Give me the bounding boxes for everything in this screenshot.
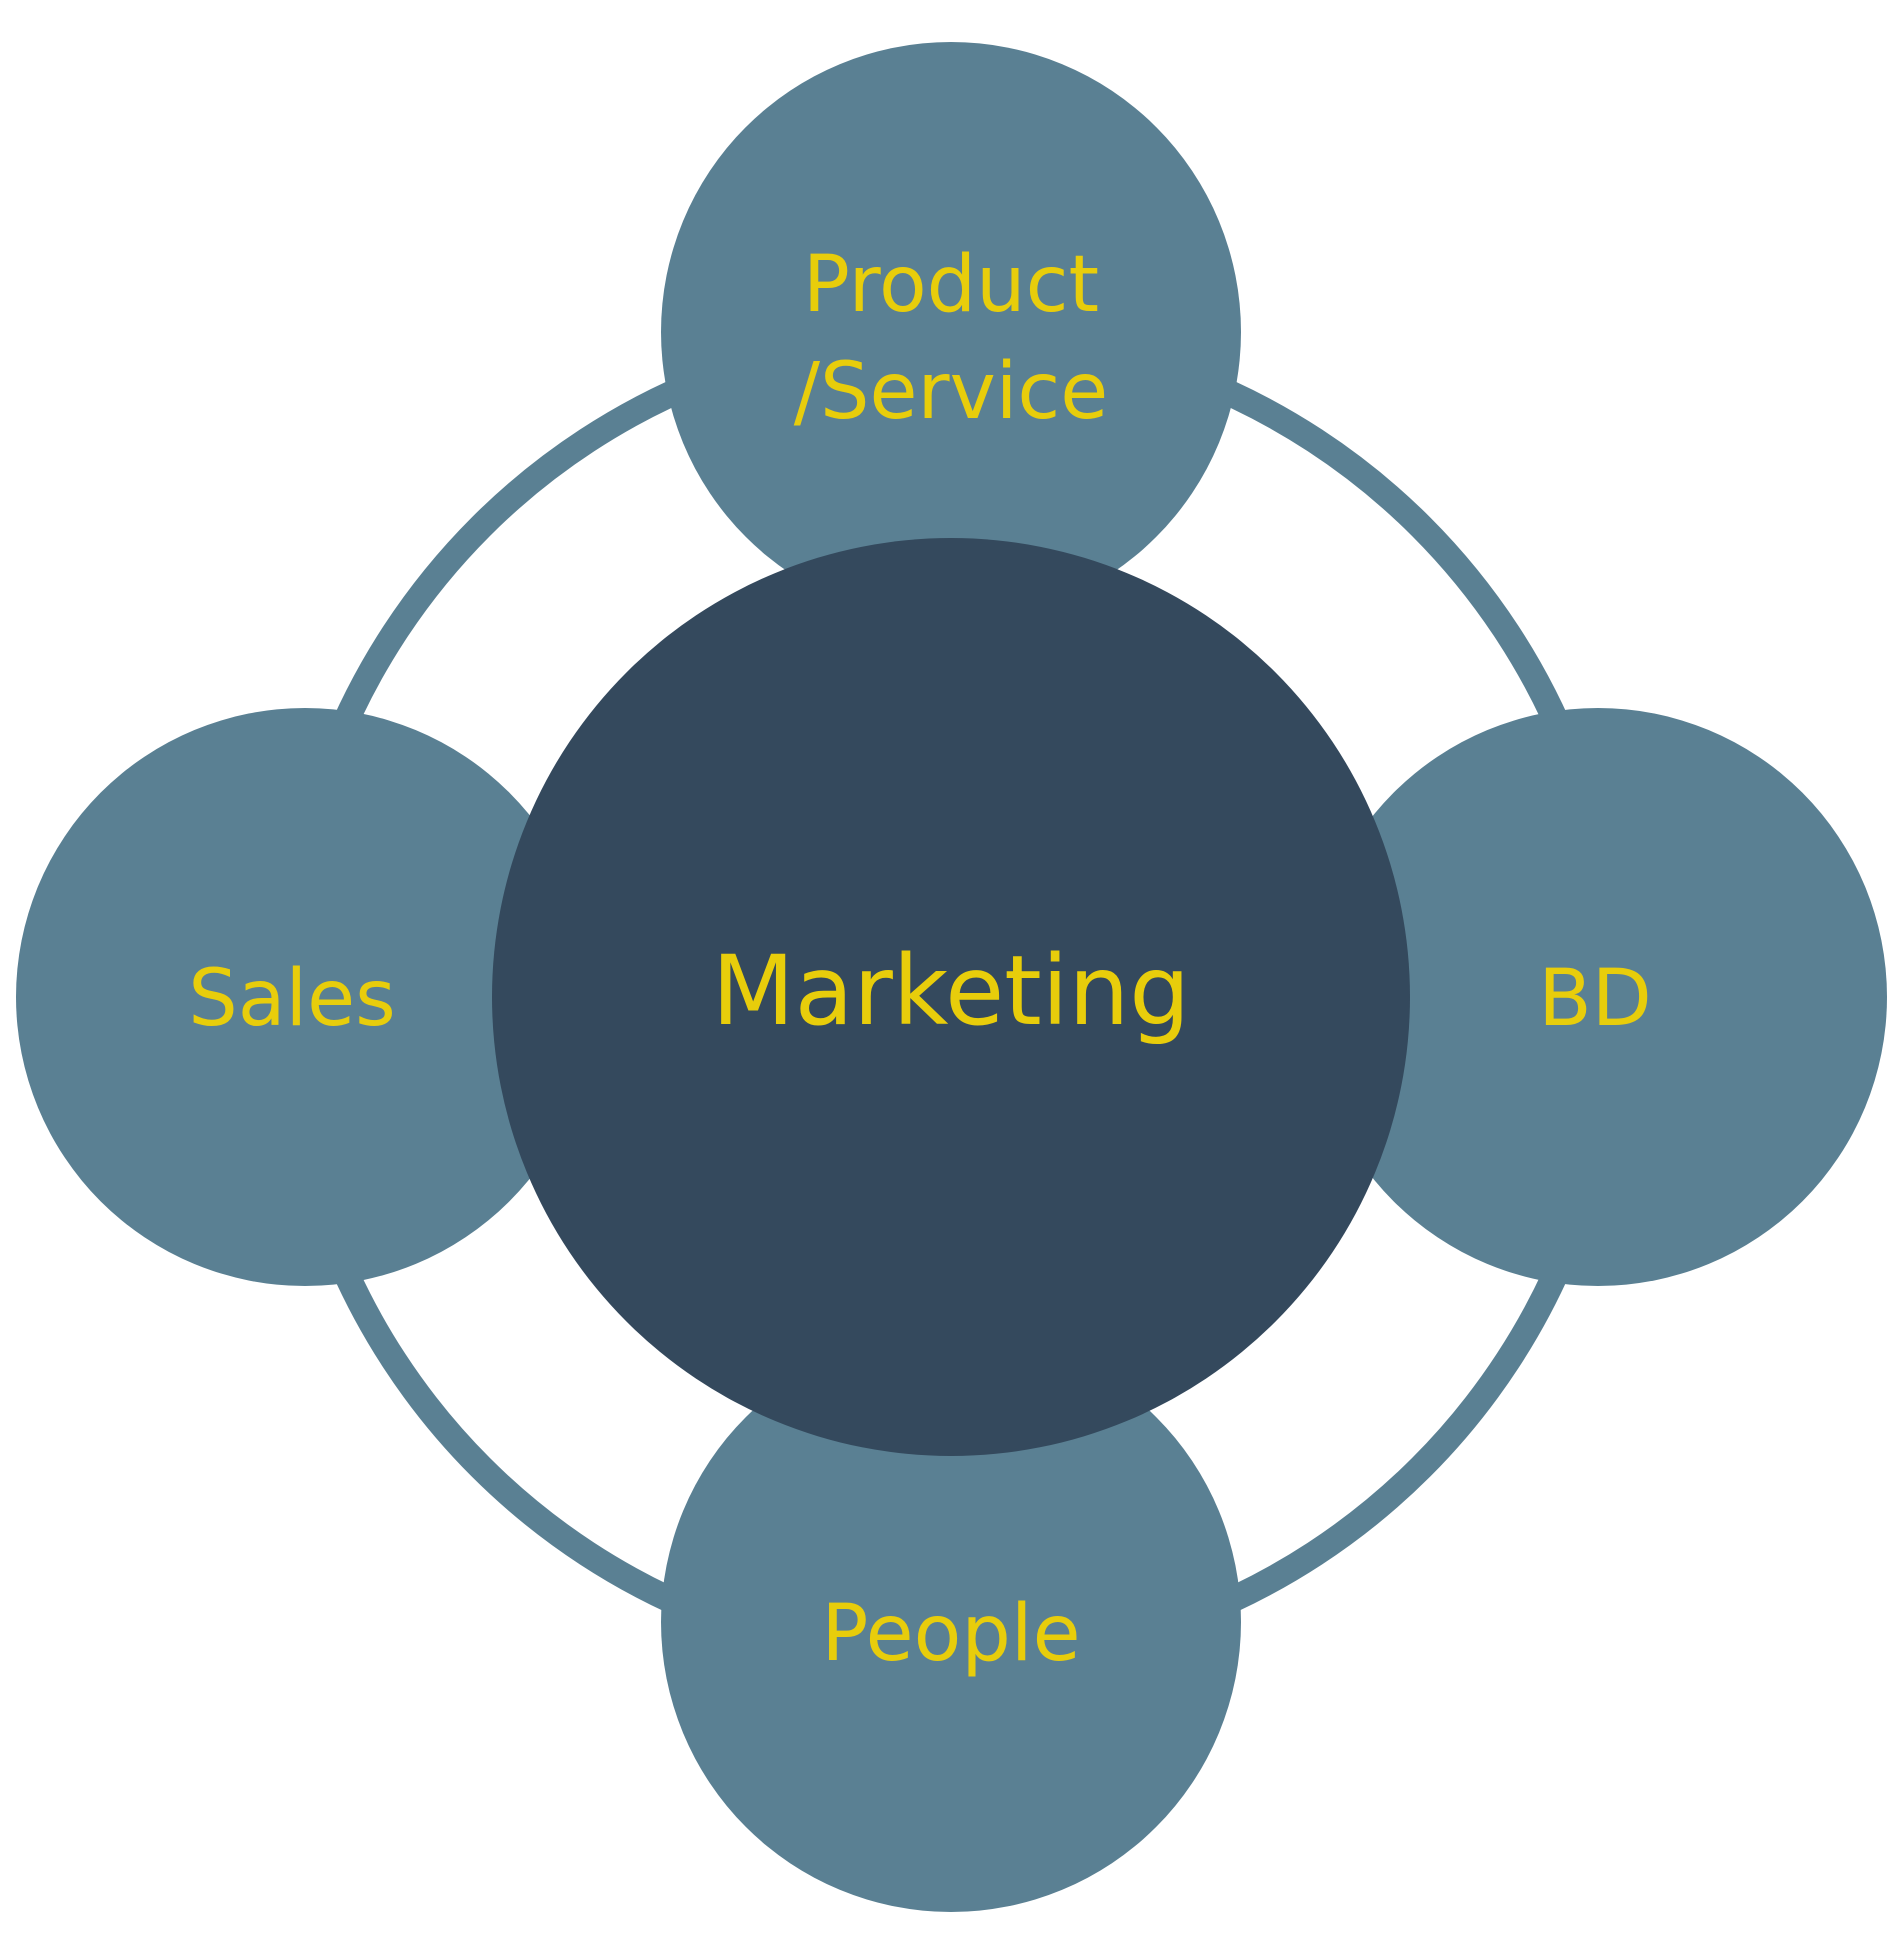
satellite-circle-left [16,708,594,1286]
satellite-label-right: BD [1538,954,1652,1044]
satellite-circle-bottom [661,1332,1241,1912]
center-circle [492,538,1410,1456]
satellite-circle-top [661,42,1241,622]
satellite-label-bottom: People [821,1589,1080,1679]
satellite-label-left: Sales [188,954,396,1044]
satellite-circle-right [1309,708,1887,1286]
satellite-label-top-line1: Product [803,240,1099,330]
satellite-label-top-line2: /Service [794,347,1109,437]
center-label: Marketing [712,935,1190,1047]
